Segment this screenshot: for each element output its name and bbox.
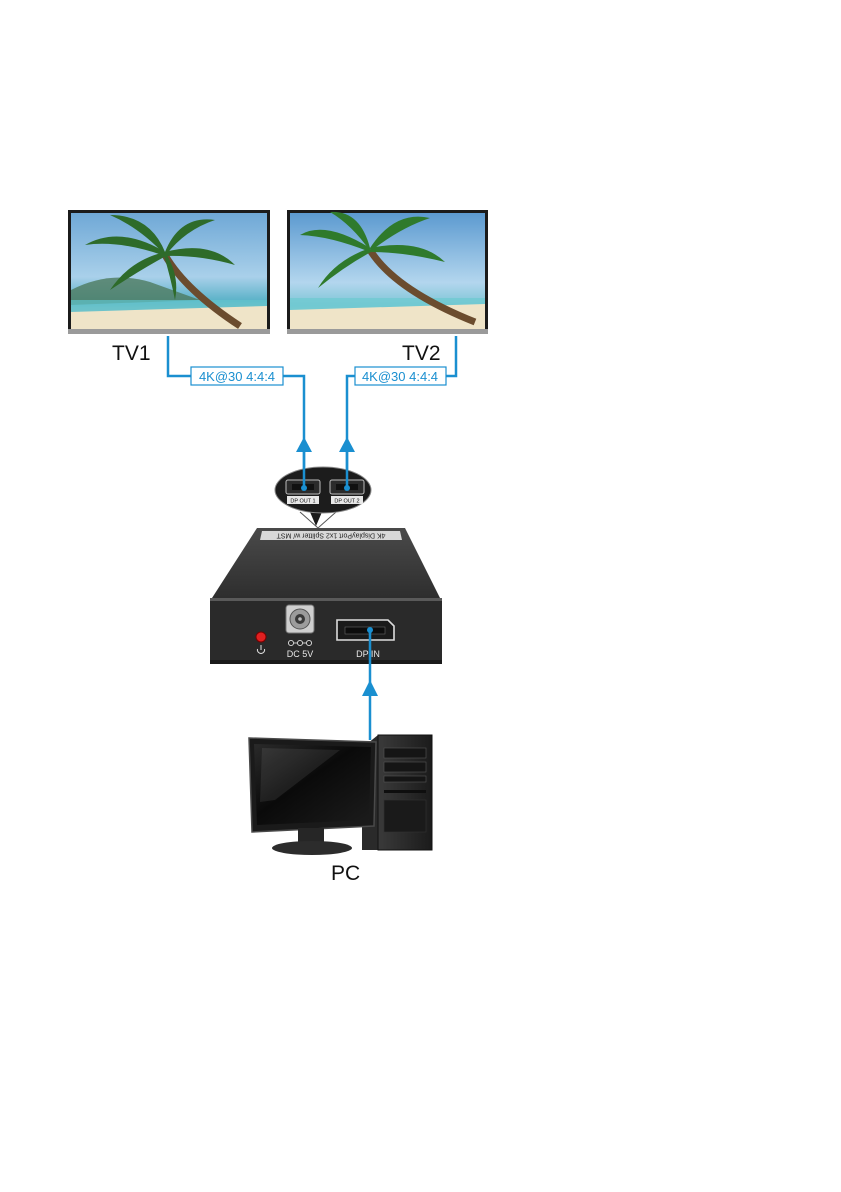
pc-monitor [249,738,376,855]
dp-out-1-label: DP OUT 1 [290,499,315,505]
dc-5v-label: DC 5V [287,649,314,659]
output-ports-callout: DP OUT 1 DP OUT 2 [275,452,371,528]
dc-power-jack [286,605,314,633]
tv1-label: TV1 [112,342,151,365]
pc-label: PC [331,862,360,885]
link-label-tv2: 4K@30 4:4:4 [355,367,446,385]
arrow-to-tv1 [296,437,312,452]
link-spec-tv2: 4K@30 4:4:4 [362,369,438,384]
dp-in-label: DP IN [356,649,380,659]
pc: PC [249,735,432,885]
power-led [256,632,266,642]
splitter-device: 4K DisplayPort 1x2 Splitter w/ MST DC 5V [210,528,442,664]
arrow-to-splitter [362,680,378,696]
link-label-tv1: 4K@30 4:4:4 [191,367,283,385]
dp-out-2-label: DP OUT 2 [334,499,359,505]
cable-tv1 [168,336,304,498]
splitter-top-text: 4K DisplayPort 1x2 Splitter w/ MST [276,532,386,539]
tv2-label: TV2 [402,342,441,365]
arrow-to-tv2 [339,437,355,452]
tv2: TV2 [287,210,488,365]
dp-in-port [337,620,394,640]
splitter-front [210,598,442,664]
link-spec-tv1: 4K@30 4:4:4 [199,369,275,384]
